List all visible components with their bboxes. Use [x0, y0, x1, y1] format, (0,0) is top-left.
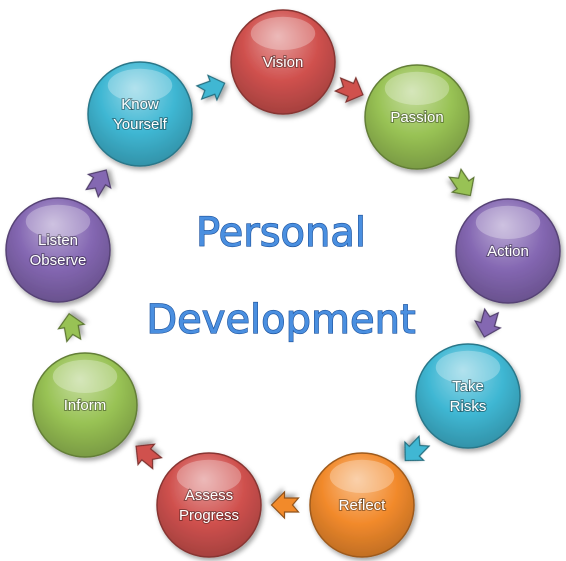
- node-label: Progress: [179, 507, 239, 524]
- center-title: Personal Development: [146, 209, 416, 343]
- node-highlight: [52, 359, 118, 394]
- arrows-layer: [57, 74, 502, 520]
- node-circle: [87, 61, 193, 167]
- node-label: Vision: [263, 54, 304, 71]
- node-label: Assess: [185, 487, 233, 504]
- node-label: Listen: [38, 232, 78, 249]
- node-label: Action: [487, 243, 529, 260]
- node-label: Passion: [390, 109, 443, 126]
- title-line-1: Personal: [196, 210, 366, 256]
- node-highlight: [250, 16, 316, 51]
- node-highlight: [25, 204, 91, 239]
- node-circle: [32, 352, 138, 458]
- node-highlight: [329, 459, 395, 494]
- node-passion: Passion: [364, 64, 470, 170]
- node-highlight: [384, 71, 450, 106]
- node-highlight: [107, 68, 173, 103]
- node-highlight: [176, 459, 242, 494]
- arrow-know-yourself-to-vision: [195, 74, 226, 102]
- arrow-vision-to-passion: [333, 76, 364, 104]
- arrow-passion-to-action: [448, 167, 475, 197]
- node-label: Inform: [64, 397, 107, 414]
- node-circle: [230, 9, 336, 115]
- node-vision: Vision: [230, 9, 336, 115]
- node-label: Reflect: [339, 497, 387, 514]
- arrow-assess-progress-to-inform: [135, 443, 163, 470]
- node-label: Observe: [30, 252, 87, 269]
- node-circle: [455, 198, 561, 304]
- arrow-reflect-to-assess-progress: [270, 490, 300, 520]
- node-label: Take: [452, 378, 484, 395]
- node-circle: [309, 452, 415, 558]
- node-circle: [364, 64, 470, 170]
- node-reflect: Reflect: [309, 452, 415, 558]
- arrow-listen-observe-to-know-yourself: [85, 169, 112, 199]
- arrow-take-risks-to-reflect: [404, 434, 431, 462]
- node-circle: [415, 343, 521, 449]
- node-label: Yourself: [113, 116, 167, 133]
- node-circle: [156, 452, 262, 558]
- node-circle: [5, 197, 111, 303]
- arrow-action-to-take-risks: [473, 307, 502, 338]
- node-inform: Inform: [32, 352, 138, 458]
- node-label: Know: [121, 96, 159, 113]
- title-line-2: Development: [146, 297, 415, 343]
- node-highlight: [475, 205, 541, 240]
- node-highlight: [435, 350, 501, 385]
- node-label: Risks: [450, 398, 487, 415]
- arrow-inform-to-listen-observe: [57, 312, 86, 343]
- node-action: Action: [455, 198, 561, 304]
